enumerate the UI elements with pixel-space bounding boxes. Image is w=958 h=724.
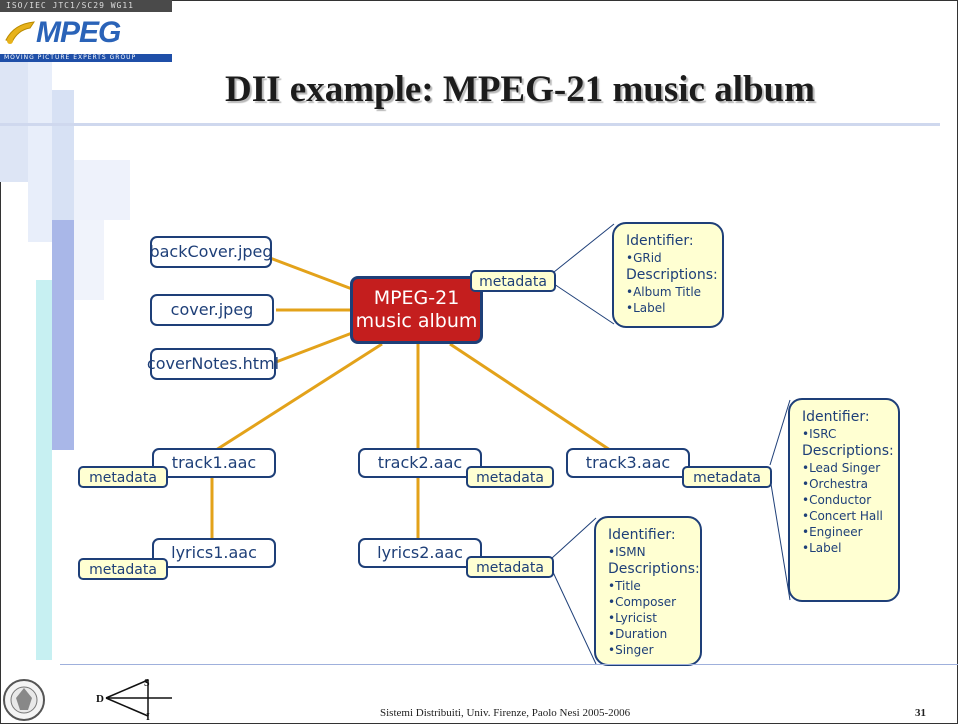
logo-bottom-text: MOVING PICTURE EXPERTS GROUP: [0, 54, 172, 62]
note-item: ISRC: [802, 426, 892, 442]
dsi-logo-icon: D S I: [96, 678, 172, 720]
lyrics1-node: lyrics1.aac: [152, 538, 276, 568]
decor-bar: [74, 220, 104, 300]
note-item: Album Title: [626, 284, 716, 300]
music-album-node: MPEG-21 music album: [350, 276, 483, 344]
track1-metadata: metadata: [78, 466, 168, 488]
university-seal-icon: [3, 679, 45, 721]
footer-text: Sistemi Distribuiti, Univ. Firenze, Paol…: [380, 707, 631, 719]
note-item: Conductor: [802, 492, 892, 508]
footer-rule: [60, 664, 958, 665]
album-metadata-note: Identifier: GRid Descriptions: Album Tit…: [612, 222, 724, 328]
lyrics2-metadata: metadata: [466, 556, 554, 578]
lyrics1-metadata: metadata: [78, 558, 168, 580]
note-item: Singer: [608, 642, 694, 658]
note-item: Title: [608, 578, 694, 594]
logo-text: MPEG: [36, 16, 121, 49]
note-descriptions: Descriptions:: [626, 267, 718, 283]
track2-metadata: metadata: [466, 466, 554, 488]
track3-metadata-note: Identifier: ISRC Descriptions: Lead Sing…: [788, 398, 900, 602]
title-underline: [0, 123, 940, 126]
orange-links: [210, 256, 611, 540]
resource-backcover: backCover.jpeg: [149, 236, 273, 268]
note-item: Lyricist: [608, 610, 694, 626]
mpeg-logo: ISO/IEC JTC1/SC29 WG11 MPEG MOVING PICTU…: [0, 0, 172, 62]
decor-bar: [52, 220, 74, 450]
decor-bar: [74, 160, 130, 220]
note-descriptions: Descriptions:: [802, 443, 894, 459]
center-label-line2: music album: [355, 310, 478, 332]
svg-text:D: D: [96, 693, 104, 705]
note-item: Duration: [608, 626, 694, 642]
track1-node: track1.aac: [152, 448, 276, 478]
track3-metadata: metadata: [682, 466, 772, 488]
resource-cover: cover.jpeg: [150, 294, 274, 326]
logo-top-text: ISO/IEC JTC1/SC29 WG11: [0, 0, 172, 12]
svg-text:S: S: [144, 678, 150, 689]
lyrics2-metadata-note: Identifier: ISMN Descriptions: Title Com…: [594, 516, 702, 666]
note-item: Orchestra: [802, 476, 892, 492]
svg-text:I: I: [146, 712, 150, 720]
track2-node: track2.aac: [358, 448, 482, 478]
note-item: Lead Singer: [802, 460, 892, 476]
resource-covernotes: coverNotes.html: [147, 348, 279, 380]
note-item: Label: [626, 300, 716, 316]
horn-icon: [5, 21, 36, 44]
note-descriptions: Descriptions:: [608, 561, 700, 577]
note-identifier: Identifier:: [608, 527, 676, 543]
note-item: Composer: [608, 594, 694, 610]
album-metadata: metadata: [470, 270, 556, 292]
note-item: Concert Hall: [802, 508, 892, 524]
decor-bar: [28, 62, 52, 242]
note-item: Engineer: [802, 524, 892, 540]
note-item: GRid: [626, 250, 716, 266]
lyrics2-node: lyrics2.aac: [358, 538, 482, 568]
note-identifier: Identifier:: [626, 233, 694, 249]
track3-node: track3.aac: [566, 448, 690, 478]
center-label-line1: MPEG-21: [373, 287, 460, 309]
page-number: 31: [915, 707, 926, 719]
slide-title: DII example: MPEG-21 music album: [225, 69, 815, 110]
note-item: ISMN: [608, 544, 694, 560]
note-links: [551, 223, 791, 665]
decor-bar: [36, 280, 52, 660]
decor-bar: [0, 62, 28, 182]
note-item: Label: [802, 540, 892, 556]
note-identifier: Identifier:: [802, 409, 870, 425]
